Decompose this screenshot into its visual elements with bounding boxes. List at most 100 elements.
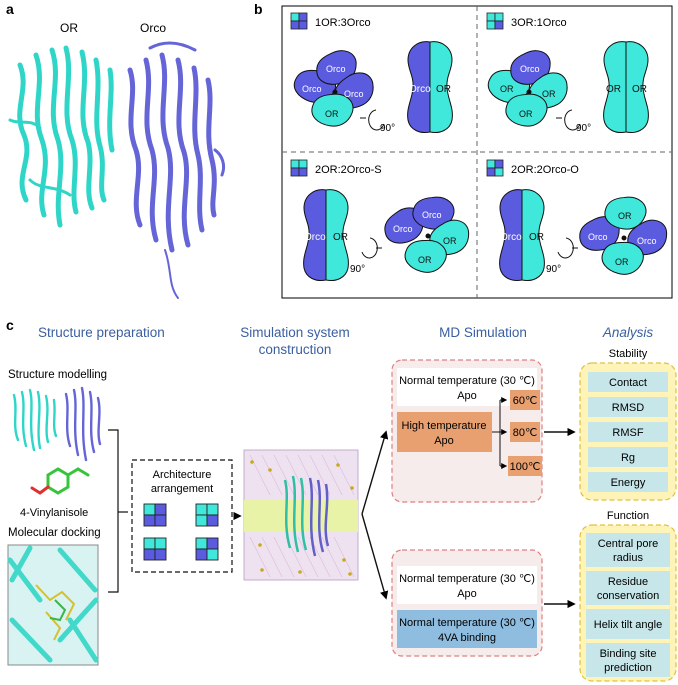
subunit-label-orco: Orco xyxy=(344,89,364,99)
rotation-angle-label: 90° xyxy=(350,264,365,275)
stability-metric-label: RMSD xyxy=(612,402,644,414)
function-box-pore-radius xyxy=(586,533,670,567)
panel-c-letter: c xyxy=(6,317,14,333)
subunit-label-orco: Orco xyxy=(393,224,413,234)
subunit-label-or: OR xyxy=(519,109,533,119)
stability-metric-box xyxy=(588,422,668,442)
md2-4va-binding-box xyxy=(397,610,537,648)
md-high-apo-label: Apo xyxy=(434,435,454,447)
panel-a-letter: a xyxy=(6,1,14,17)
md2-normal-apo-label: Apo xyxy=(457,588,477,600)
function-label: Function xyxy=(607,510,649,522)
quadrant-title: 3OR:1Orco xyxy=(511,17,567,29)
modelled-structures-thumbnail xyxy=(12,386,102,462)
stability-metric-label: Contact xyxy=(609,377,647,389)
subunit-label-orco: Orco xyxy=(326,64,346,74)
dimer-side-view xyxy=(603,41,649,134)
function-residue-line2: conservation xyxy=(597,590,659,602)
function-box-helix-tilt xyxy=(586,609,670,639)
quadrant-title: 2OR:2Orco-S xyxy=(315,164,382,176)
quadrant-2or-2orco-o: 2OR:2Orco-O Orco OR 90° Orco OR Orco OR xyxy=(486,159,672,281)
structure-modelling-label: Structure modelling xyxy=(8,369,107,381)
md-normal-apo-label: Apo xyxy=(457,390,477,402)
heading-simulation-system: Simulation system xyxy=(240,325,350,340)
subunit-label-or: OR xyxy=(529,232,544,243)
architecture-grid-icons xyxy=(143,503,219,561)
function-residue-line1: Residue xyxy=(608,576,648,588)
grid-icon-2or2orco-s xyxy=(290,159,308,177)
rotation-angle-label: 90° xyxy=(546,264,561,275)
rotation-angle-label: 90° xyxy=(380,123,395,134)
dimer-side-view xyxy=(499,189,545,281)
function-helix-tilt-label: Helix tilt angle xyxy=(594,619,662,631)
stability-metric-box xyxy=(588,372,668,392)
subunit-label-orco: Orco xyxy=(637,236,657,246)
subunit-label-orco: Orco xyxy=(304,232,326,243)
stability-label: Stability xyxy=(609,348,648,360)
subunit-label-or: OR xyxy=(443,236,457,246)
panel-a-label-or: OR xyxy=(60,21,78,35)
ligand-name-label: 4-Vinylanisole xyxy=(20,507,88,519)
md2-4va-binding-label: 4VA binding xyxy=(438,632,496,644)
heading-structure-preparation: Structure preparation xyxy=(38,325,165,340)
function-box-binding-site xyxy=(586,643,670,677)
architecture-label-line1: Architecture xyxy=(153,469,212,481)
subunit-label-or: OR xyxy=(436,84,451,95)
subunit-label-orco: Orco xyxy=(500,232,522,243)
tetramer-top-view xyxy=(379,192,474,278)
grid-icon-3or1orco xyxy=(486,12,504,30)
temp-80-box xyxy=(510,422,540,442)
temp-60-label: 60℃ xyxy=(513,395,538,407)
connector-bracket xyxy=(108,429,128,593)
rotation-arrow-icon xyxy=(361,237,382,259)
architecture-label-line2: arrangement xyxy=(151,483,213,495)
stability-metric-box xyxy=(588,472,668,492)
dimer-side-view xyxy=(303,189,349,281)
subunit-label-orco: Orco xyxy=(422,210,442,220)
branch-arrows xyxy=(361,430,389,600)
subunit-label-or: OR xyxy=(542,89,556,99)
md-normal-temp-label: Normal temperature (30 ℃) xyxy=(399,375,535,387)
rotation-arrow-icon xyxy=(360,109,385,131)
function-binding-line1: Binding site xyxy=(600,648,657,660)
quadrant-title: 1OR:3Orco xyxy=(315,17,371,29)
md2-binding-temp-label: Normal temperature (30 ℃) xyxy=(399,617,535,629)
subunit-label-or: OR xyxy=(615,257,629,267)
quadrant-title: 2OR:2Orco-O xyxy=(511,164,579,176)
subunit-label-or: OR xyxy=(618,211,632,221)
md2-normal-temp-label: Normal temperature (30 ℃) xyxy=(399,573,535,585)
stability-metric-label: Energy xyxy=(611,477,646,489)
heading-construction: construction xyxy=(259,342,332,357)
temp-60-box xyxy=(510,390,540,410)
panel-b-letter: b xyxy=(254,1,263,17)
subunit-label-orco: Orco xyxy=(588,232,608,242)
panel-a-label-orco: Orco xyxy=(140,21,166,35)
rotation-arrow-icon xyxy=(556,109,581,131)
temp-100-label: 100℃ xyxy=(510,461,541,473)
heading-analysis: Analysis xyxy=(602,325,654,340)
4-vinylanisole-structure-icon xyxy=(30,467,90,495)
temp-100-box xyxy=(508,456,542,476)
architecture-arrangement-box xyxy=(131,459,233,573)
stability-metric-box xyxy=(588,397,668,417)
tetramer-top-view xyxy=(483,47,574,130)
simulation-system-box xyxy=(243,449,359,581)
function-pore-line2: radius xyxy=(613,552,643,564)
subunit-label-or: OR xyxy=(325,109,339,119)
docking-pose-thumbnail xyxy=(7,544,99,666)
subunit-label-orco: Orco xyxy=(409,84,431,95)
quadrant-2or-2orco-s: 2OR:2Orco-S Orco OR 90° Orco Orco OR OR xyxy=(290,159,474,281)
dimer-side-view xyxy=(407,41,453,134)
function-box-residue-conservation xyxy=(586,571,670,605)
function-binding-line2: prediction xyxy=(604,662,652,674)
rotation-angle-label: 90° xyxy=(576,123,591,134)
subunit-label-or: OR xyxy=(333,232,348,243)
subunit-label-or: OR xyxy=(500,84,514,94)
md-high-temp-label: High temperature xyxy=(402,420,487,432)
quadrant-3or-1orco: 3OR:1Orco OR Orco OR OR 90° OR OR xyxy=(483,12,649,134)
or-protein-structure xyxy=(8,45,115,228)
grid-icon-1or3orco xyxy=(290,12,308,30)
function-pore-line1: Central pore xyxy=(598,538,659,550)
